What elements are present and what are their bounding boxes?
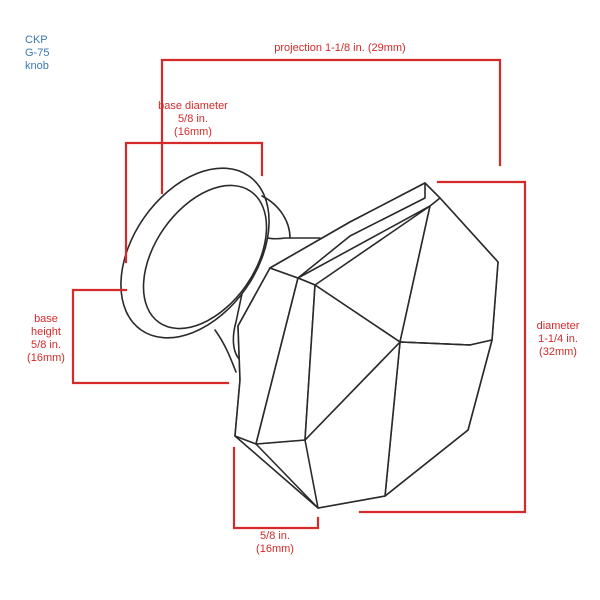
knob-facet-right — [384, 339, 493, 497]
bottom-width-dimension-line — [232, 446, 320, 530]
base-diameter-dimension-line — [124, 141, 264, 264]
bottom-width-inches: 5/8 in. — [260, 530, 290, 542]
product-id-label: CKP G-75 knob — [25, 34, 49, 73]
base-height-mm: (16mm) — [27, 352, 65, 364]
bottom-width-mm: (16mm) — [256, 543, 294, 555]
knob-facet-edge — [314, 205, 431, 286]
knob-base-rim — [142, 184, 268, 330]
base-diameter-mm: (16mm) — [174, 126, 212, 138]
knob-facet-edge-3 — [304, 439, 319, 509]
knob-neck-line-lower — [214, 329, 237, 373]
base-diameter-inches: 5/8 in. — [178, 113, 208, 125]
base-diameter-label: base diameter 5/8 in. (16mm) — [138, 100, 248, 139]
projection-label: projection 1-1/8 in. (29mm) — [240, 42, 440, 55]
base-height-label: base height 5/8 in. (16mm) — [18, 313, 74, 365]
knob-neck-line — [261, 195, 291, 239]
product-model: G-75 — [25, 47, 50, 59]
product-brand: CKP — [25, 34, 48, 46]
knob-top-band — [269, 182, 426, 279]
diameter-mm: (32mm) — [539, 346, 577, 358]
projection-text: projection 1-1/8 in. (29mm) — [274, 42, 406, 54]
base-height-title-1: base — [34, 313, 58, 325]
base-height-inches: 5/8 in. — [31, 339, 61, 351]
projection-dimension-line — [160, 58, 502, 195]
product-type: knob — [25, 60, 49, 72]
bottom-width-label: 5/8 in. (16mm) — [230, 530, 320, 556]
base-diameter-title: base diameter — [158, 100, 228, 112]
knob-center-facet — [304, 284, 401, 441]
base-height-dimension-line — [71, 288, 230, 385]
diameter-title: diameter — [536, 320, 580, 332]
dimension-lines — [71, 58, 527, 530]
knob-head-drawing — [234, 182, 499, 509]
diameter-inches: 1-1/4 in. — [538, 333, 578, 345]
base-height-title-2: height — [31, 326, 61, 338]
knob-facet-edge-2 — [399, 341, 471, 346]
diameter-label: diameter 1-1/4 in. (32mm) — [522, 320, 594, 359]
diameter-dimension-line — [358, 180, 527, 514]
